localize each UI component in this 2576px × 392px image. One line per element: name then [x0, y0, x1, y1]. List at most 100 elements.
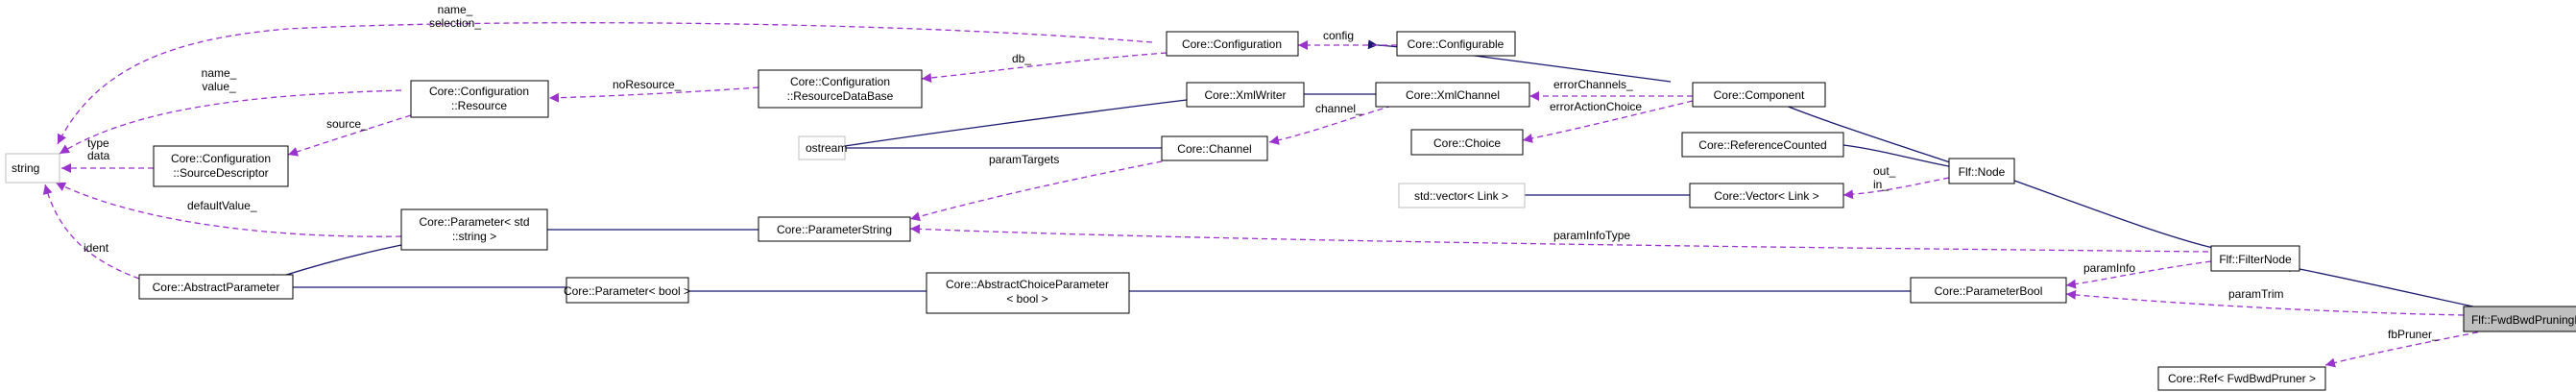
edge-refcounted-to-flfnode — [1833, 138, 1960, 169]
label-param-info: paramInfo — [2083, 261, 2135, 275]
node-core-vector-label: Core::Vector< Link > — [1714, 189, 1818, 203]
node-abstract-choice-label-2: < bool > — [1006, 292, 1047, 306]
edge-configuration-db — [921, 52, 1168, 83]
node-parameter-string[interactable]: Core::ParameterString — [758, 216, 911, 242]
node-fwd-bwd-pruning-node[interactable]: Flf::FwdBwdPruningNode — [2463, 306, 2576, 332]
edge-resource-name-value — [59, 89, 402, 155]
node-parameter-std-string[interactable]: Core::Parameter< std ::string > — [400, 208, 548, 251]
node-abstract-choice-label-1: Core::AbstractChoiceParameter — [946, 278, 1109, 291]
label-type-data-1: type — [87, 136, 109, 150]
label-param-trim: paramTrim — [2228, 287, 2284, 301]
label-out-in-1: out_ — [1873, 164, 1896, 178]
node-ref-fwd-bwd-pruner[interactable]: Core::Ref< FwdBwdPruner > — [2157, 366, 2326, 391]
node-configuration-resource-label-1: Core::Configuration — [429, 85, 529, 98]
edge-flfnode-to-filternode — [2003, 172, 2214, 249]
label-error-action-choice: errorActionChoice — [1550, 100, 1642, 113]
edge-filternode-paraminfotype — [909, 224, 2209, 253]
node-configuration-label: Core::Configuration — [1182, 37, 1282, 51]
node-choice[interactable]: Core::Choice — [1410, 129, 1524, 156]
node-xml-channel[interactable]: Core::XmlChannel — [1375, 82, 1530, 108]
node-abstract-parameter[interactable]: Core::AbstractParameter — [138, 274, 294, 300]
usage-edges — [42, 22, 2516, 368]
edge-filternode-paraminfo — [2065, 260, 2212, 289]
label-name-selection-2: selection_ — [429, 16, 481, 30]
edge-component-to-flfnode — [1769, 95, 1960, 166]
edge-abstractparam-to-paramstdstring — [272, 244, 402, 283]
node-choice-label: Core::Choice — [1433, 136, 1501, 150]
label-default-value: defaultValue_ — [187, 199, 257, 212]
node-std-vector[interactable]: std::vector< Link > — [1398, 183, 1526, 208]
node-configuration[interactable]: Core::Configuration — [1166, 31, 1299, 57]
label-name-value-2: value_ — [202, 80, 236, 93]
node-xml-channel-label: Core::XmlChannel — [1406, 88, 1500, 102]
edge-rdb-noresource — [548, 86, 759, 103]
edge-labels: name_ selection_ name_ value_ type data … — [84, 3, 2439, 341]
node-component-label: Core::Component — [1714, 88, 1805, 102]
label-name-selection-1: name_ — [438, 3, 473, 16]
edge-filternode-to-fwdbwd — [2289, 262, 2492, 311]
node-component[interactable]: Core::Component — [1692, 82, 1826, 108]
node-parameter-string-label: Core::ParameterString — [777, 223, 892, 236]
node-parameter-bool[interactable]: Core::Parameter< bool > — [564, 277, 690, 304]
edge-xmlchannel-channel — [1268, 105, 1393, 145]
edge-component-erroractionchoice — [1522, 100, 1694, 143]
node-reference-counted[interactable]: Core::ReferenceCounted — [1681, 132, 1844, 158]
node-configuration-source-descriptor[interactable]: Core::Configuration ::SourceDescriptor — [153, 145, 289, 187]
label-db: db_ — [1012, 52, 1031, 65]
node-abstract-parameter-label: Core::AbstractParameter — [153, 281, 280, 294]
node-filter-node[interactable]: Flf::FilterNode — [2210, 245, 2300, 272]
node-configuration-resource-database[interactable]: Core::Configuration ::ResourceDataBase — [758, 69, 923, 109]
label-param-info-type: paramInfoType — [1553, 229, 1630, 242]
edge-ostream-to-xmlwriter — [834, 99, 1188, 153]
node-configurable[interactable]: Core::Configurable — [1396, 31, 1516, 57]
node-configuration-rdb-label-2: ::ResourceDataBase — [787, 89, 894, 103]
label-type-data-2: data — [87, 149, 110, 162]
edge-fwdbwd-paramtrim — [2065, 289, 2465, 316]
node-flf-node[interactable]: Flf::Node — [1948, 158, 2015, 184]
node-core-vector[interactable]: Core::Vector< Link > — [1689, 183, 1844, 208]
edge-flfnode-outin — [1842, 177, 1950, 200]
label-ident: ident — [84, 241, 109, 255]
edge-resource-source — [287, 114, 412, 157]
node-ostream-label: ostream — [806, 141, 847, 155]
label-name-value-1: name_ — [202, 66, 237, 80]
label-config: config — [1323, 29, 1354, 42]
edge-channel-paramtargets — [909, 157, 1182, 222]
label-fb-pruner: fbPruner_ — [2388, 328, 2439, 341]
edge-configuration-name-selection — [57, 22, 1153, 145]
node-core-parameter-bool[interactable]: Core::ParameterBool — [1910, 277, 2067, 304]
node-flf-node-label: Flf::Node — [1959, 165, 2006, 179]
node-configuration-resource-label-2: ::Resource — [451, 99, 507, 112]
node-channel-label: Core::Channel — [1177, 142, 1251, 156]
node-fwd-bwd-pruning-node-label: Flf::FwdBwdPruningNode — [2471, 313, 2576, 327]
node-string-label: string — [12, 161, 39, 175]
node-source-desc-label-2: ::SourceDescriptor — [173, 166, 268, 180]
node-ref-fwd-bwd-pruner-label: Core::Ref< FwdBwdPruner > — [2168, 372, 2316, 385]
label-no-resource: noResource_ — [613, 78, 682, 91]
node-string[interactable]: string — [5, 153, 60, 184]
node-configurable-label: Core::Configurable — [1408, 37, 1505, 51]
label-out-in-2: in_ — [1873, 178, 1889, 191]
node-configuration-rdb-label-1: Core::Configuration — [790, 75, 890, 88]
node-xml-writer-label: Core::XmlWriter — [1204, 88, 1286, 102]
node-reference-counted-label: Core::ReferenceCounted — [1698, 138, 1826, 152]
node-configuration-resource[interactable]: Core::Configuration ::Resource — [410, 80, 549, 118]
node-parameter-bool-label: Core::Parameter< bool > — [564, 284, 690, 298]
node-abstract-choice-parameter[interactable]: Core::AbstractChoiceParameter < bool > — [926, 272, 1130, 314]
node-param-std-string-label-2: ::string > — [452, 230, 496, 243]
node-param-std-string-label-1: Core::Parameter< std — [419, 215, 529, 229]
node-channel[interactable]: Core::Channel — [1161, 135, 1268, 161]
label-param-targets: paramTargets — [989, 153, 1059, 166]
label-error-channels: errorChannels_ — [1553, 78, 1633, 91]
node-ostream[interactable]: ostream — [798, 135, 847, 160]
node-source-desc-label-1: Core::Configuration — [171, 152, 271, 165]
label-channel: channel_ — [1315, 102, 1362, 115]
node-core-parameter-bool-label: Core::ParameterBool — [1935, 284, 2043, 298]
label-source: source_ — [326, 117, 368, 131]
edge-abstractparam-ident — [42, 184, 140, 280]
node-filter-node-label: Flf::FilterNode — [2219, 253, 2292, 266]
node-std-vector-label: std::vector< Link > — [1414, 189, 1508, 203]
edge-paramstdstring-defaultvalue — [55, 182, 402, 237]
node-xml-writer[interactable]: Core::XmlWriter — [1186, 82, 1305, 108]
